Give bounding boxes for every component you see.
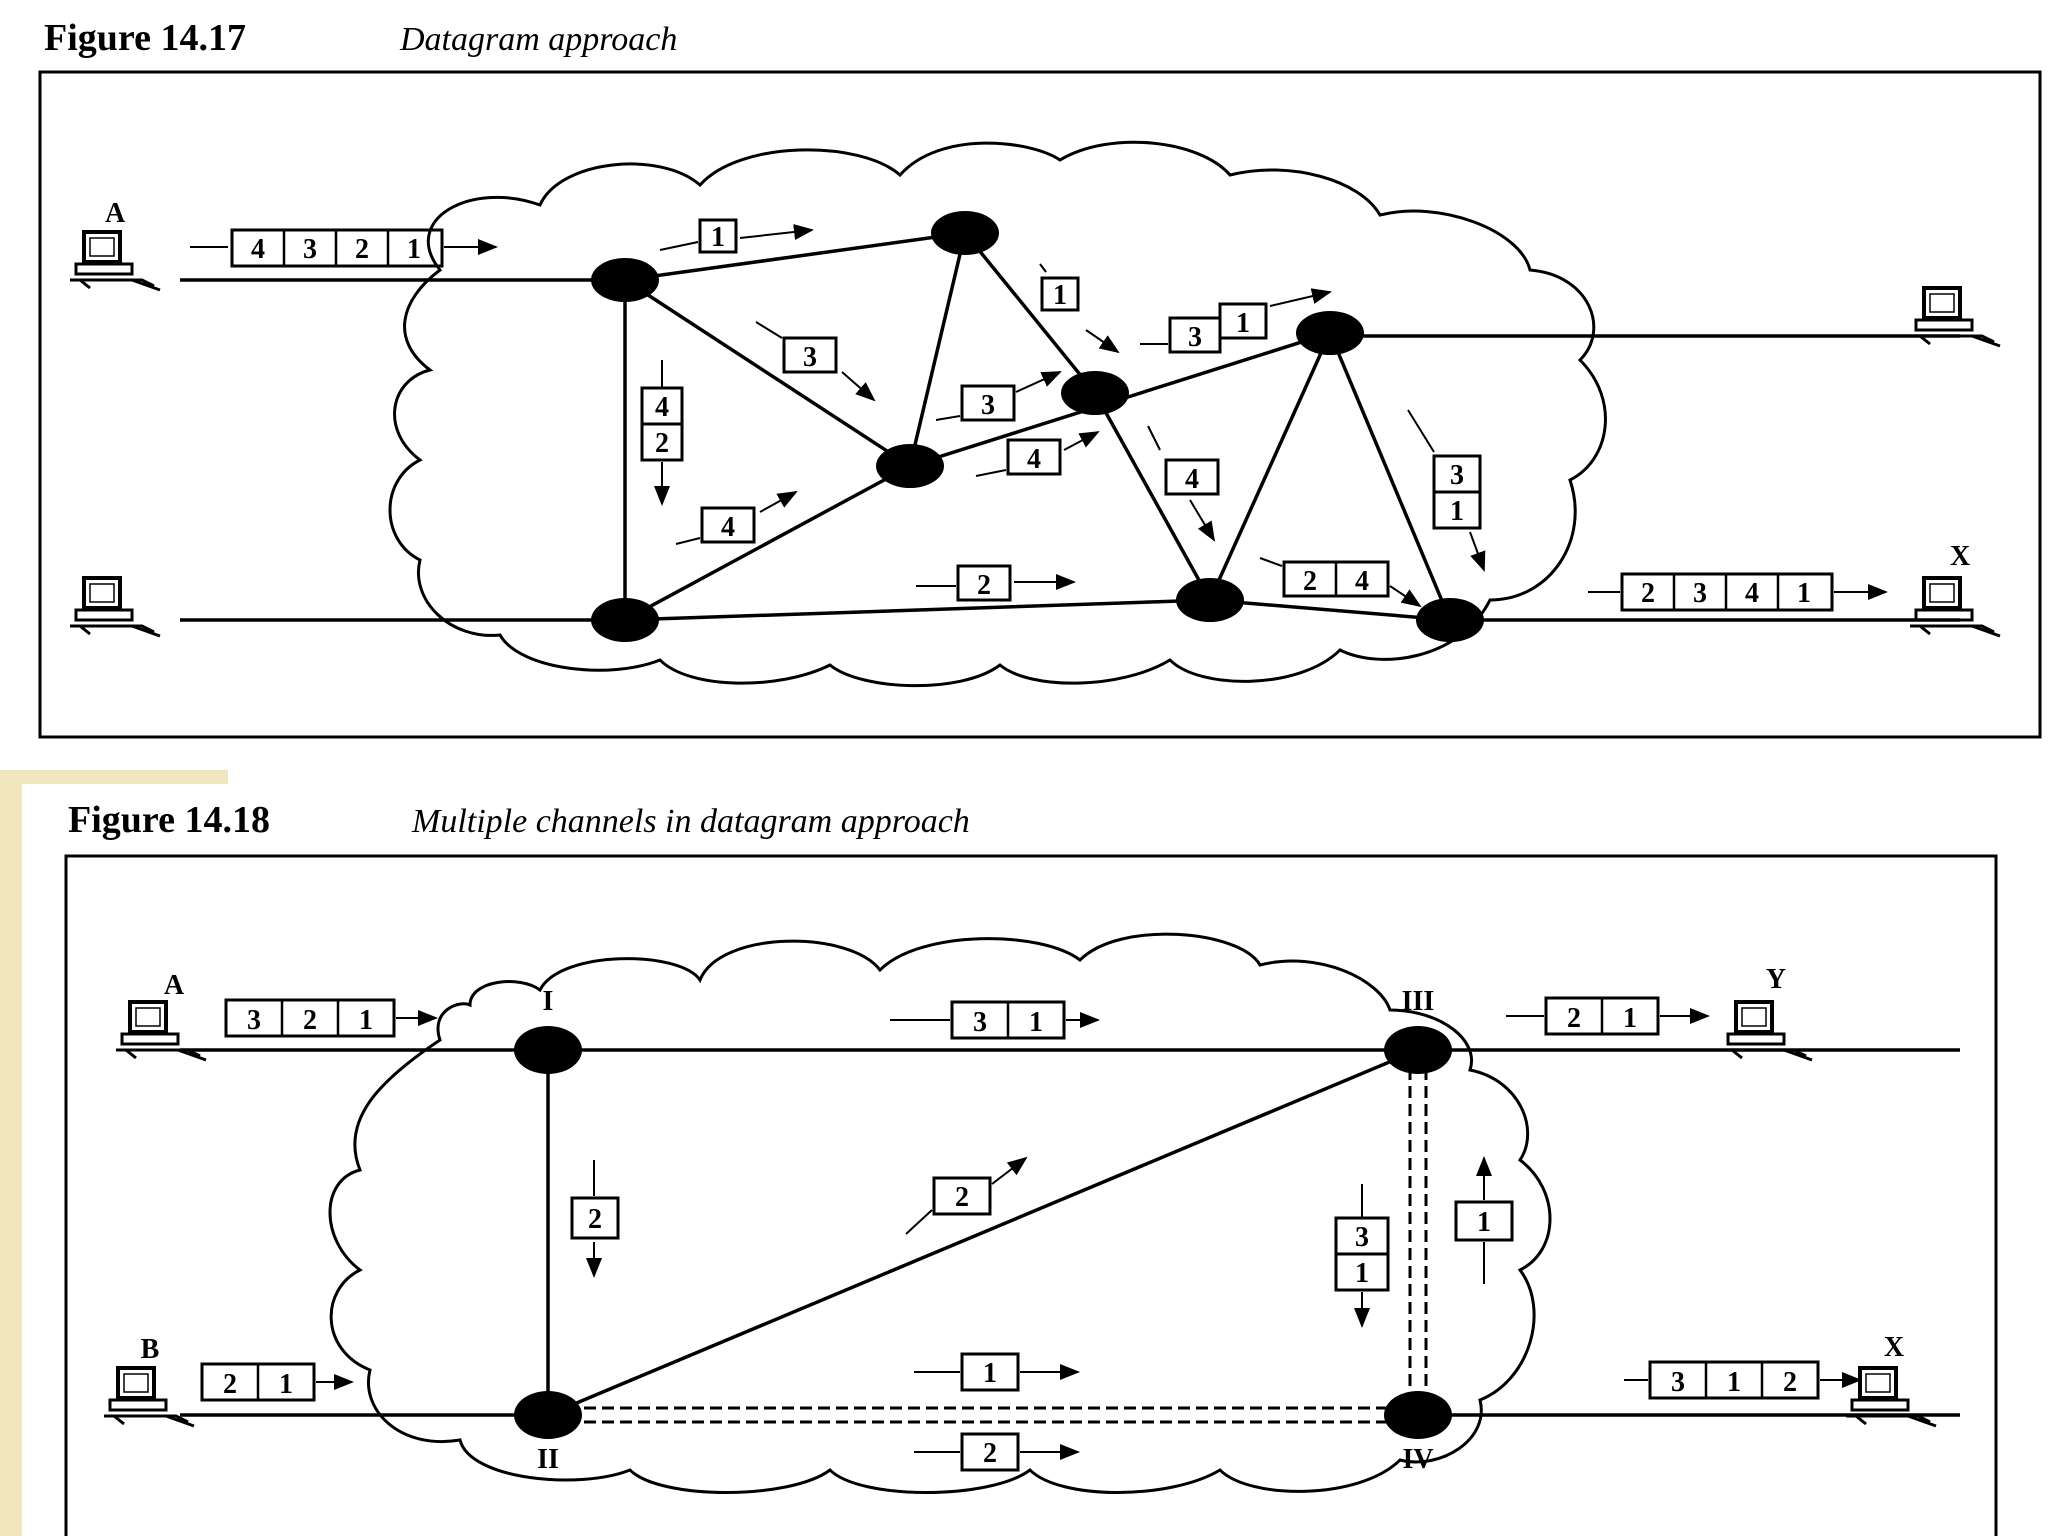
packet-label: 4	[721, 512, 735, 543]
host-label-A: A	[164, 970, 185, 1001]
sequence-labels-2: 3 2 1 3 1 2 1 2 1 3 1 2	[223, 1003, 1797, 1400]
node-label-IV: IV	[1402, 1444, 1433, 1475]
host-label-B: B	[141, 1334, 160, 1365]
seq-cell: 1	[359, 1005, 373, 1036]
network-links-2	[180, 1048, 1960, 1417]
packet-label: 1	[711, 222, 725, 253]
seq-cell: 4	[251, 234, 265, 265]
computer-bottom-left-icon	[68, 576, 162, 638]
multiple-channel-links	[548, 1050, 1428, 1424]
seq-cell: 3	[973, 1007, 987, 1038]
slide-accent-bar-top	[0, 770, 228, 784]
seq-cell: 3	[303, 234, 317, 265]
packet-label: 1	[983, 1358, 997, 1389]
packet-label: 1	[1236, 308, 1250, 339]
destination-sequence: 2 3 4 1	[1588, 572, 1888, 612]
seq-cell: 3	[247, 1005, 261, 1036]
packet-label: 1	[1053, 280, 1067, 311]
host-label-Y: Y	[1766, 964, 1786, 995]
figure1-frame	[38, 70, 2042, 739]
packet-label: 2	[983, 1438, 997, 1469]
packet-label: 3	[1450, 460, 1464, 491]
seq-cell: 3	[1671, 1367, 1685, 1398]
network-nodes	[591, 211, 1484, 642]
seq-cell: 1	[1029, 1007, 1043, 1038]
packet-label: 4	[655, 392, 669, 423]
figure2-title: Multiple channels in datagram approach	[411, 803, 970, 840]
packet-label: 1	[1450, 496, 1464, 527]
computer-B-icon	[102, 1366, 196, 1428]
node-label-III: III	[1402, 986, 1435, 1017]
seq-cell: 1	[407, 234, 421, 265]
packet-labels: 1 1 3 4 2 3 4 4 4 3 1 2 2 4 3 1	[655, 222, 1464, 601]
figure2-number: Figure 14.18	[68, 799, 270, 841]
packet-label: 3	[981, 390, 995, 421]
host-label-A: A	[105, 198, 126, 229]
sequences-2	[200, 996, 1862, 1402]
seq-cell: 2	[303, 1005, 317, 1036]
packet-label: 2	[588, 1204, 602, 1235]
seq-cell: 1	[279, 1369, 293, 1400]
computer-Y-icon	[1720, 1000, 1814, 1062]
packet-label: 4	[1185, 464, 1199, 495]
network-cloud-2	[328, 932, 1552, 1494]
network-nodes-2	[514, 1026, 1452, 1439]
computer-A-icon	[68, 230, 162, 292]
packet-label: 3	[1355, 1222, 1369, 1253]
computer-top-right-icon	[1908, 286, 2002, 348]
packet-label: 3	[803, 342, 817, 373]
figure1-title: Datagram approach	[399, 21, 677, 58]
figure-14-18: Figure 14.18 Multiple channels in datagr…	[64, 799, 1998, 1536]
computer-X-icon	[1908, 576, 2002, 638]
packet-label: 4	[1027, 444, 1041, 475]
packet-label: 3	[1188, 322, 1202, 353]
seq-cell: 2	[355, 234, 369, 265]
packet-label: 1	[1477, 1207, 1491, 1238]
figure-14-17: Figure 14.17 Datagram approach	[38, 17, 2042, 739]
host-label-X: X	[1884, 1332, 1904, 1363]
computer-X-icon	[1844, 1366, 1938, 1428]
packets-in-transit-2	[570, 1156, 1514, 1472]
host-label-X: X	[1950, 541, 1970, 572]
seq-cell: 2	[1783, 1367, 1797, 1398]
node-label-II: II	[537, 1444, 559, 1475]
source-sequence: 4 3 2 1	[190, 228, 498, 268]
network-cloud	[388, 140, 1607, 688]
packets-in-transit	[640, 218, 1486, 608]
network-links	[180, 231, 1960, 622]
node-label-I: I	[543, 986, 554, 1017]
packet-label: 1	[1355, 1258, 1369, 1289]
packet-label: 2	[1303, 566, 1317, 597]
seq-cell: 2	[223, 1369, 237, 1400]
packet-label: 4	[1355, 566, 1369, 597]
packet-label: 2	[977, 570, 991, 601]
packet-labels-2: 2 2 3 1 1 1 2	[588, 1182, 1491, 1469]
packet-label: 2	[955, 1182, 969, 1213]
seq-cell: 2	[1567, 1003, 1581, 1034]
seq-cell: 3	[1693, 578, 1707, 609]
seq-cell: 1	[1623, 1003, 1637, 1034]
computer-A-icon	[114, 1000, 208, 1062]
slide-accent-bar	[0, 770, 22, 1536]
figure1-number: Figure 14.17	[44, 17, 246, 59]
seq-cell: 2	[1641, 578, 1655, 609]
seq-cell: 4	[1745, 578, 1759, 609]
seq-cell: 1	[1727, 1367, 1741, 1398]
figure2-frame	[64, 854, 1998, 1536]
packet-label: 2	[655, 428, 669, 459]
seq-cell: 1	[1797, 578, 1811, 609]
